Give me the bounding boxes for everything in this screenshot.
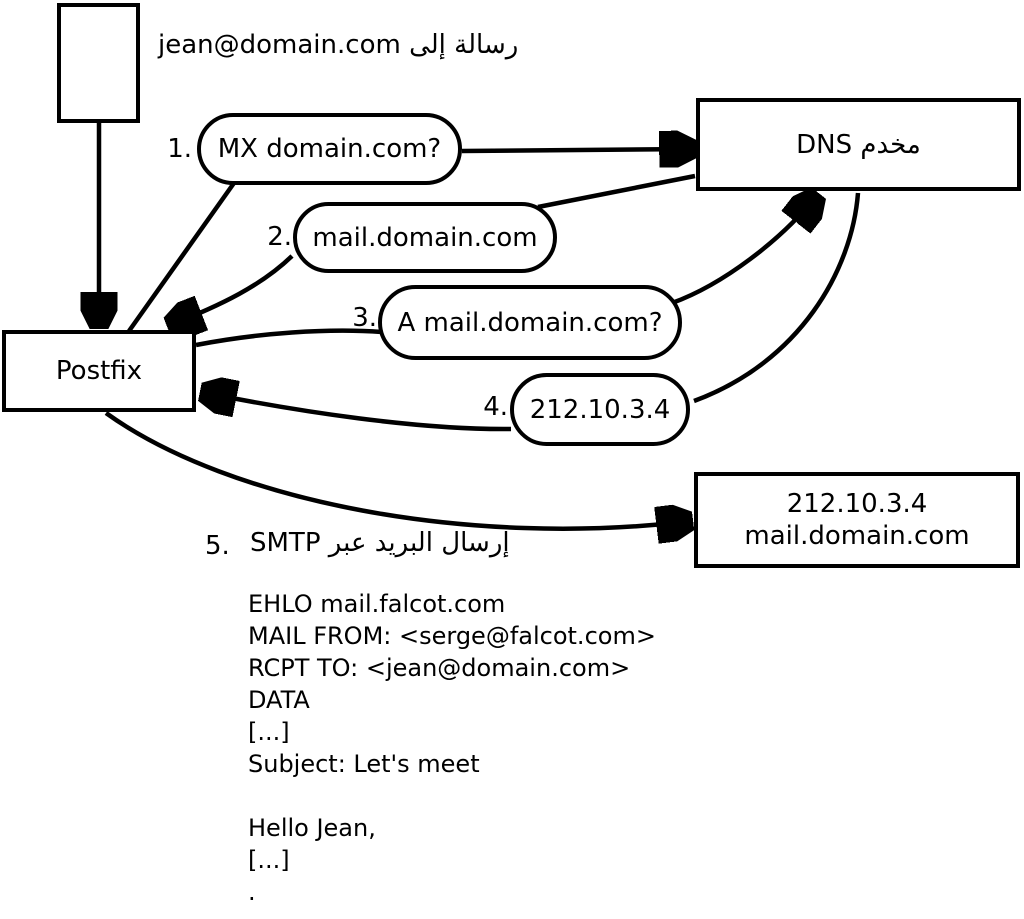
smtp-line: RCPT TO: <jean@domain.com> bbox=[248, 654, 631, 682]
mail-server-hostname: mail.domain.com bbox=[744, 521, 970, 551]
smtp-line: MAIL FROM: <serge@falcot.com> bbox=[248, 622, 656, 650]
mail-server-ip: 212.10.3.4 bbox=[786, 489, 928, 519]
smtp-line: EHLO mail.falcot.com bbox=[248, 590, 506, 618]
arrow-a-reply-to-postfix-icon bbox=[201, 392, 512, 432]
step-number-3: 3. bbox=[352, 303, 377, 333]
reply-mx-label: mail.domain.com bbox=[312, 222, 538, 253]
postfix-label: Postfix bbox=[55, 356, 143, 386]
step-number-1: 1. bbox=[167, 134, 192, 164]
smtp-line: [...] bbox=[248, 846, 290, 874]
arrow-mx-query-to-dns-icon bbox=[461, 149, 695, 151]
smtp-step-label: إرسال البريد عبر SMTP bbox=[250, 528, 510, 558]
query-a-label: A mail.domain.com? bbox=[397, 307, 663, 338]
smtp-line bbox=[248, 780, 656, 812]
step-number-2: 2. bbox=[267, 222, 292, 252]
arrow-a-query-to-dns-icon bbox=[671, 194, 818, 306]
smtp-line: Subject: Let's meet bbox=[248, 750, 480, 778]
reply-a-label: 212.10.3.4 bbox=[529, 394, 671, 425]
dns-server-label: مخدم DNS bbox=[796, 129, 921, 160]
smtp-line: [...] bbox=[248, 718, 290, 746]
smtp-line: Hello Jean, bbox=[248, 814, 376, 842]
reply-a-pill: 212.10.3.4 bbox=[510, 373, 690, 446]
smtp-session: EHLO mail.falcot.com MAIL FROM: <serge@f… bbox=[248, 588, 656, 908]
query-mx-label: MX domain.com? bbox=[217, 134, 442, 164]
mail-server-box: 212.10.3.4 mail.domain.com bbox=[694, 472, 1020, 568]
step-number-5: 5. bbox=[205, 531, 230, 561]
line-dns-to-mx-reply-icon bbox=[537, 173, 696, 210]
message-box bbox=[57, 3, 140, 123]
smtp-line: DATA bbox=[248, 686, 310, 714]
smtp-line: . bbox=[248, 878, 256, 906]
line-dns-to-a-reply-icon bbox=[693, 192, 861, 404]
message-title: رسالة إلى jean@domain.com bbox=[158, 30, 519, 60]
reply-mx-pill: mail.domain.com bbox=[293, 202, 557, 273]
line-postfix-to-a-query-icon bbox=[195, 328, 383, 348]
query-mx-pill: MX domain.com? bbox=[197, 113, 462, 185]
dns-server-box: مخدم DNS bbox=[696, 98, 1021, 191]
postfix-box: Postfix bbox=[2, 330, 196, 412]
arrow-smtp-to-mail-server-icon bbox=[104, 411, 692, 529]
line-postfix-to-mx-query-icon bbox=[127, 181, 236, 333]
query-a-pill: A mail.domain.com? bbox=[378, 285, 682, 360]
step-number-4: 4. bbox=[483, 392, 508, 422]
arrow-mx-reply-to-postfix-icon bbox=[168, 254, 294, 326]
